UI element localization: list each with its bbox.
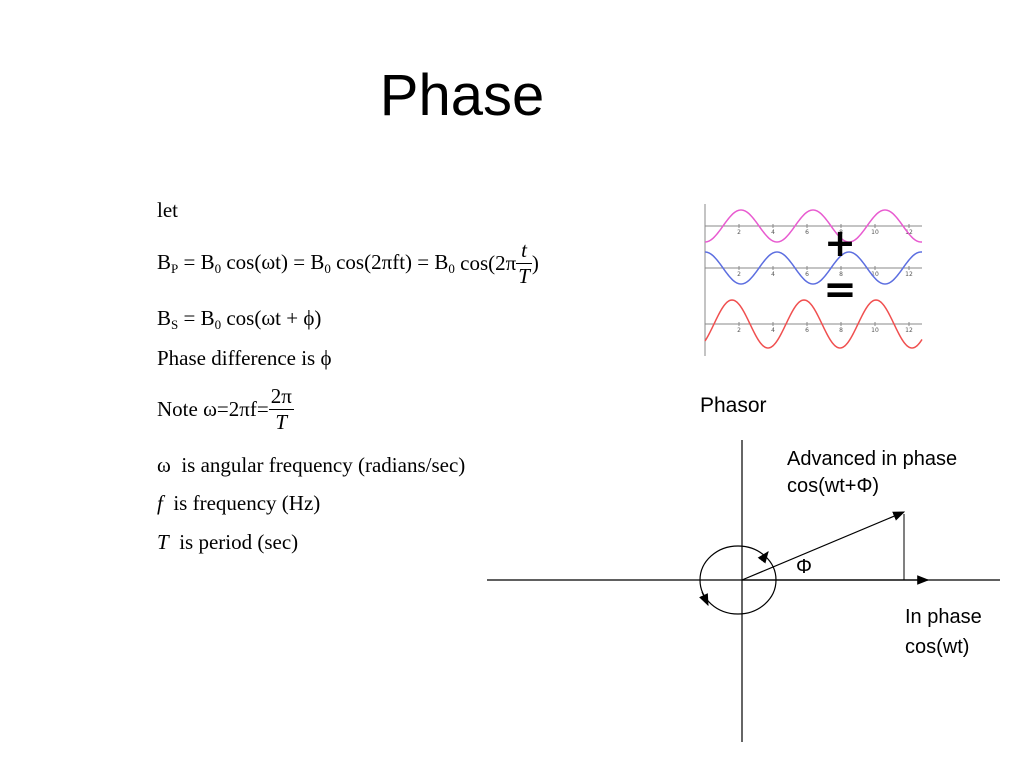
top-wave-tick-label: 8 <box>839 229 843 236</box>
omega-definition: ω is angular frequency (radians/sec) <box>157 453 466 477</box>
frequency-definition: f is frequency (Hz) <box>157 491 321 515</box>
middle-wave-tick-label: 10 <box>871 271 879 278</box>
close-paren: ) <box>531 251 539 275</box>
phase-difference-text: Phase difference is ϕ <box>157 346 332 370</box>
middle-wave-tick-label: 8 <box>839 271 843 278</box>
top-wave-tick-label: 6 <box>805 229 809 236</box>
bottom-wave-tick-label: 12 <box>905 327 913 334</box>
advanced-phase-line1: Advanced in phase <box>787 448 958 470</box>
bottom-wave-tick-label: 10 <box>871 327 879 334</box>
bp-term-1: = B0 <box>183 250 222 276</box>
wave-sum-illustration: 2 4 6 8 10 12 2 4 6 8 10 12 2 4 6 8 10 12 + = <box>704 204 923 356</box>
middle-wave-curve <box>704 251 923 285</box>
middle-wave-tick-label: 6 <box>805 271 809 278</box>
bottom-wave-tick-label: 2 <box>737 327 741 334</box>
middle-wave-panel: 2 4 6 8 10 12 <box>704 251 923 285</box>
phasor-diagram <box>487 440 1000 742</box>
top-wave-tick-label: 10 <box>871 229 879 236</box>
top-wave-tick-label: 4 <box>771 229 775 236</box>
period-definition: T is period (sec) <box>157 530 299 554</box>
top-wave-panel: 2 4 6 8 10 12 <box>704 209 923 243</box>
middle-wave-tick-label: 2 <box>737 271 741 278</box>
bottom-wave-panel: 2 4 6 8 10 12 <box>704 299 923 349</box>
middle-wave-tick-label: 4 <box>771 271 775 278</box>
top-wave-tick-label: 12 <box>905 229 913 236</box>
top-wave-curve <box>704 209 923 243</box>
advanced-phase-vector <box>741 511 906 581</box>
bottom-wave-tick-label: 4 <box>771 327 775 334</box>
in-phase-line2: cos(wt) <box>905 636 970 658</box>
bottom-wave-curve <box>704 299 923 349</box>
rotation-arrow-top <box>757 551 769 564</box>
middle-wave-tick-label: 12 <box>905 271 913 278</box>
in-phase-line1: In phase <box>905 606 982 628</box>
advanced-phase-label: Advanced in phase cos(wt+Φ) <box>787 446 957 500</box>
advanced-phase-line2: cos(wt+Φ) <box>787 475 880 497</box>
bs-equation: BS = B0 cos(ωt + ϕ) <box>157 306 322 332</box>
bp-term-2: cos(ωt) = B0 <box>226 250 331 276</box>
slide-title: Phase <box>379 63 545 128</box>
bottom-wave-tick-label: 6 <box>805 327 809 334</box>
bp-equation: BP = B0 cos(ωt) = B0 cos(2πft) = B0 cos(… <box>157 238 539 289</box>
top-wave-tick-label: 2 <box>737 229 741 236</box>
bp-symbol: BP <box>157 250 179 276</box>
phasor-heading: Phasor <box>700 394 767 417</box>
equals-sign: = <box>823 267 857 313</box>
in-phase-label: In phase cos(wt) <box>905 602 982 662</box>
rotation-arrow-bottom <box>699 591 709 607</box>
phi-angle-label: Φ <box>796 556 812 578</box>
let-text: let <box>157 198 178 222</box>
bp-term-4: cos(2π <box>460 251 517 275</box>
bottom-wave-tick-label: 8 <box>839 327 843 334</box>
plus-sign: + <box>824 221 856 265</box>
bp-term-3: cos(2πft) = B0 <box>336 250 455 276</box>
